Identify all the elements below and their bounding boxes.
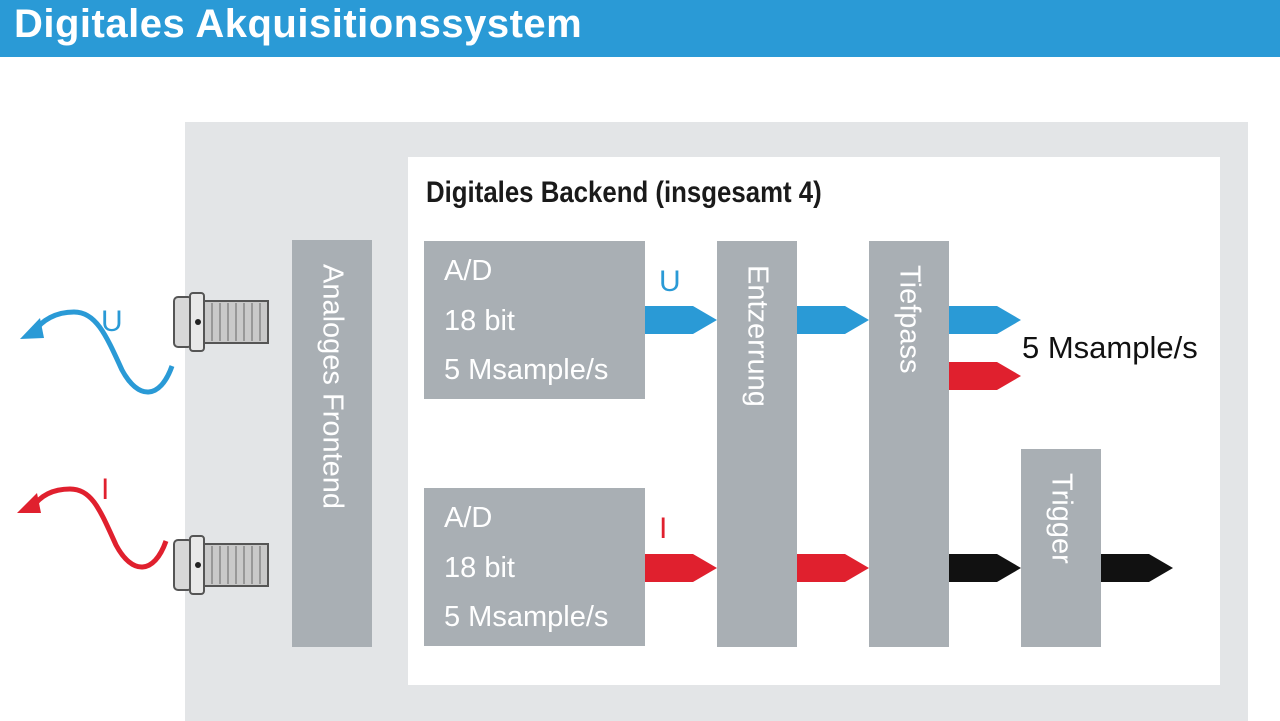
ad-current-label: A/D bbox=[444, 502, 493, 534]
page-title: Digitales Akquisitionssystem bbox=[14, 2, 583, 46]
trigger-output-arrow bbox=[1101, 554, 1173, 582]
trigger-input-arrow bbox=[949, 554, 1021, 582]
ad-converter-current-block: A/D 18 bit 5 Msample/s bbox=[424, 488, 645, 646]
backend-title: Digitales Backend (insgesamt 4) bbox=[426, 176, 822, 209]
voltage-label-left: U bbox=[101, 305, 123, 338]
voltage-connector-icon bbox=[173, 292, 269, 352]
ad-converter-voltage-block: A/D 18 bit 5 Msample/s bbox=[424, 241, 645, 399]
output-rate-label: 5 Msample/s bbox=[1022, 330, 1198, 365]
current-label-left: I bbox=[101, 473, 110, 506]
current-arrow-entzerrung-tiefpass bbox=[797, 554, 869, 582]
ad-current-bits: 18 bit bbox=[444, 552, 515, 584]
voltage-arrow-output bbox=[949, 306, 1021, 334]
trigger-block: Trigger bbox=[1021, 449, 1101, 647]
ad-voltage-rate: 5 Msample/s bbox=[444, 354, 609, 386]
analog-frontend-label: Analoges Frontend bbox=[316, 264, 349, 510]
voltage-label-ad: U bbox=[659, 265, 681, 298]
entzerrung-label: Entzerrung bbox=[741, 265, 774, 407]
trigger-label: Trigger bbox=[1045, 473, 1078, 564]
entzerrung-block: Entzerrung bbox=[717, 241, 797, 647]
voltage-arrow-ad-entzerrung bbox=[645, 306, 717, 334]
ad-current-rate: 5 Msample/s bbox=[444, 601, 609, 633]
current-label-ad: I bbox=[659, 512, 668, 545]
analog-frontend-block: Analoges Frontend bbox=[292, 240, 372, 647]
voltage-arrow-entzerrung-tiefpass bbox=[797, 306, 869, 334]
tiefpass-block: Tiefpass bbox=[869, 241, 949, 647]
current-connector-icon bbox=[173, 535, 269, 595]
current-arrow-ad-entzerrung bbox=[645, 554, 717, 582]
tiefpass-label: Tiefpass bbox=[893, 265, 926, 374]
header-bar: Digitales Akquisitionssystem bbox=[0, 0, 1280, 57]
ad-voltage-label: A/D bbox=[444, 255, 493, 287]
ad-voltage-bits: 18 bit bbox=[444, 305, 515, 337]
current-arrow-output bbox=[949, 362, 1021, 390]
